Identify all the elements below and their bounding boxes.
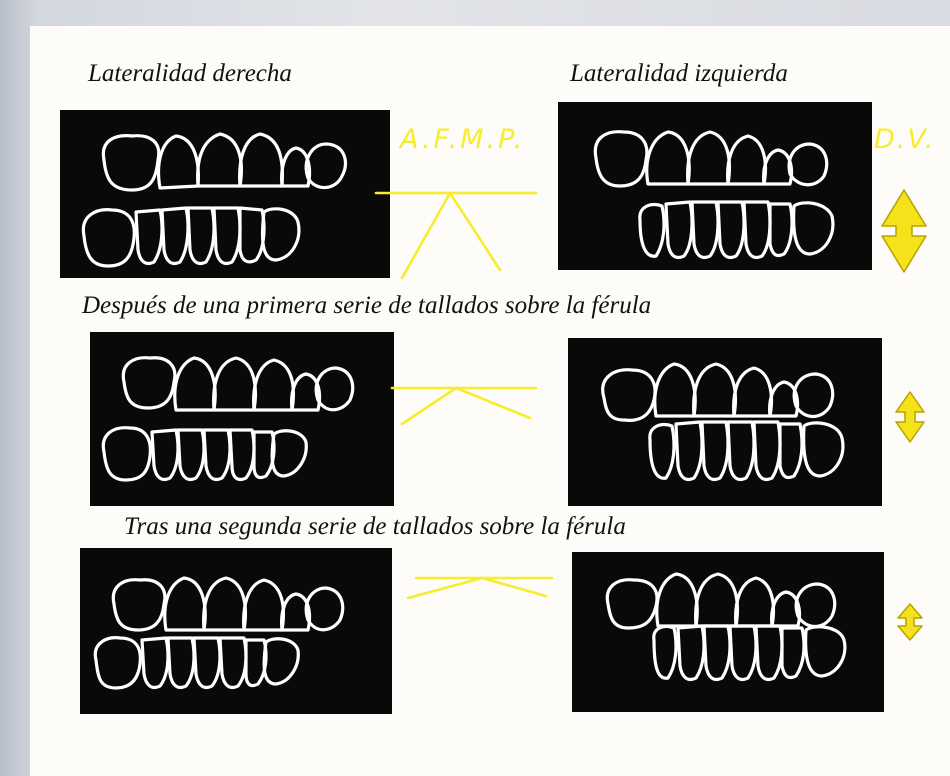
vertical-dimension-arrow-icon xyxy=(895,391,925,443)
teeth-lower-left-1 xyxy=(638,200,835,260)
teeth-upper-right-3 xyxy=(111,576,345,632)
angle-lines xyxy=(374,191,554,600)
teeth-lower-right-2 xyxy=(101,426,308,482)
teeth-lower-left-3 xyxy=(652,624,847,682)
teeth-upper-left-3 xyxy=(605,572,837,630)
caption-lateralidad-derecha: Lateralidad derecha xyxy=(88,60,292,87)
vertical-dimension-arrow-icon xyxy=(881,189,927,273)
teeth-upper-left-2 xyxy=(601,362,835,422)
angle-lines-1 xyxy=(374,191,538,280)
teeth-lower-left-2 xyxy=(648,420,845,482)
teeth-lower-right-1 xyxy=(81,206,301,268)
caption-segunda-serie: Tras una segunda serie de tallados sobre… xyxy=(124,513,626,540)
dv-label: D.V. xyxy=(874,124,936,155)
teeth-upper-right-2 xyxy=(121,356,355,412)
afmp-label: A.F.M.P. xyxy=(400,124,526,155)
teeth-upper-right-1 xyxy=(101,132,348,192)
teeth-upper-left-1 xyxy=(593,130,829,188)
angle-lines-3 xyxy=(406,576,554,600)
caption-lateralidad-izquierda: Lateralidad izquierda xyxy=(570,60,788,87)
teeth-outlines xyxy=(81,130,847,690)
caption-primera-serie: Después de una primera serie de tallados… xyxy=(82,292,652,319)
angle-lines-2 xyxy=(390,386,538,426)
vertical-dimension-arrow-icon xyxy=(897,603,923,641)
teeth-lower-right-3 xyxy=(93,636,300,690)
